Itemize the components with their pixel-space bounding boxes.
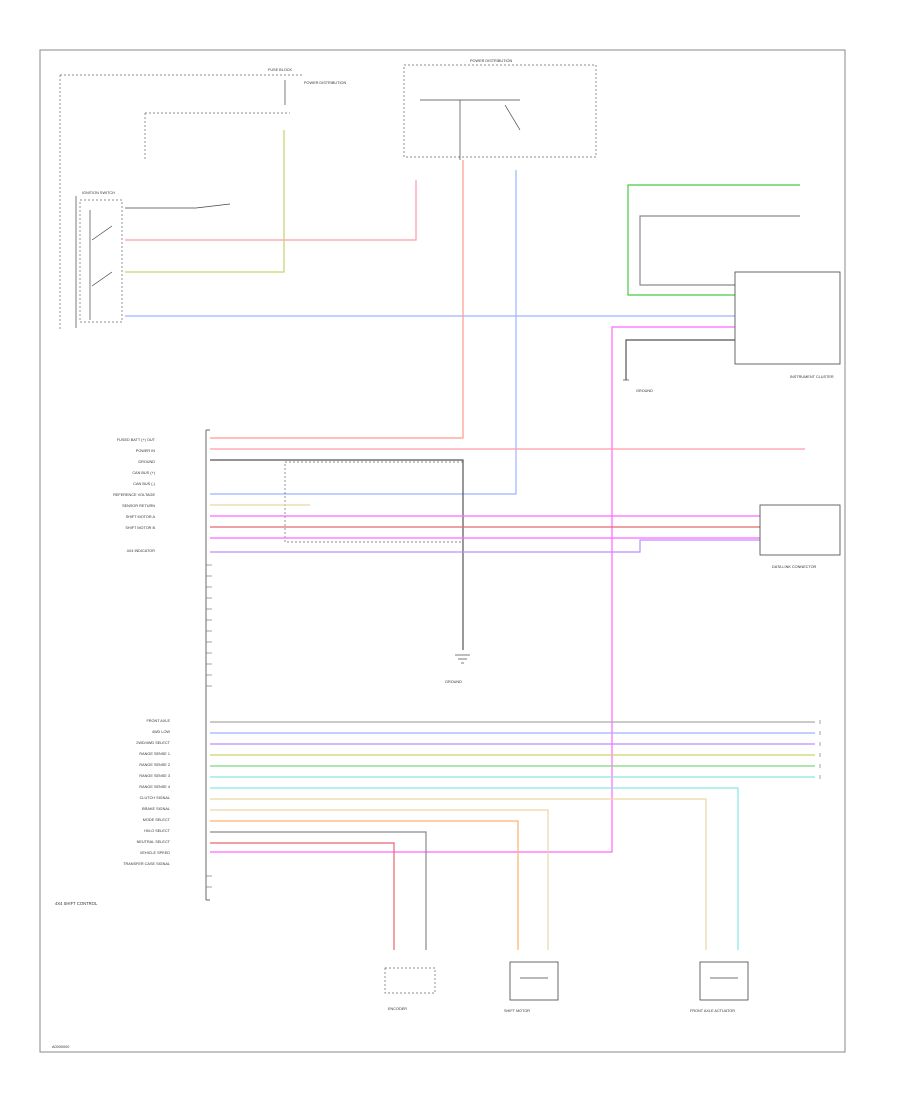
fuse-block-label: FUSE BLOCK (268, 68, 293, 72)
wire-salmon-vertical (210, 160, 464, 439)
wire-cyan-down (210, 787, 739, 950)
data-link-connector-label: DATA LINK CONNECTOR (772, 565, 817, 569)
pin-label: FUSED BATT (+) OUT (117, 438, 156, 442)
pin-label: 4X4 INDICATOR (127, 549, 156, 553)
wire-dark-ground (625, 339, 735, 380)
ground-symbol-middle: GROUND (445, 654, 470, 684)
power-distribution-label: POWER DISTRIBUTION (304, 81, 346, 85)
wire-red-down (210, 842, 395, 950)
pin-label: CLUTCH SIGNAL (140, 796, 170, 800)
wire-orange-down (210, 820, 519, 950)
pin-label: GROUND (138, 460, 155, 464)
pin-label: HI/LO SELECT (144, 829, 170, 833)
pin-label: REFERENCE VOLTAGE (113, 493, 155, 497)
pin-label: SHIFT MOTOR B (125, 526, 155, 530)
pin-label: NEUTRAL SELECT (137, 840, 171, 844)
encoder-component: ENCODER (384, 967, 436, 1011)
shift-control-module: 4X4 SHIFT CONTROL (55, 429, 464, 906)
wire-blue-vertical (210, 170, 517, 495)
wire-yellow-green (125, 130, 285, 273)
shift-motor-component: SHIFT MOTOR (504, 961, 559, 1013)
pin-label: RANGE SENSE 3 (139, 774, 170, 778)
footer-id: A0000000 (52, 1045, 69, 1049)
pin-label: MODE SELECT (143, 818, 171, 822)
module-pin-labels: FUSED BATT (+) OUT POWER IN GROUND CAN B… (113, 438, 171, 866)
pin-label: BRAKE SIGNAL (142, 807, 170, 811)
pin-label: SHIFT MOTOR A (126, 515, 156, 519)
pin-label: RANGE SENSE 2 (139, 763, 170, 767)
middle-wires (210, 448, 805, 650)
wire-pink (125, 180, 417, 241)
pin-label: RANGE SENSE 4 (139, 785, 170, 789)
module-pin-ticks (206, 564, 212, 888)
upper-wires (125, 130, 800, 853)
pin-label: 4WD LOW (152, 730, 171, 734)
fuse-block-top-left: FUSE BLOCK POWER DISTRIBUTION (59, 68, 346, 330)
front-axle-actuator-component: FRONT AXLE ACTUATOR (690, 961, 749, 1013)
pin-label: SENSOR RETURN (122, 504, 155, 508)
lower-wires (210, 721, 815, 950)
ground-label-middle: GROUND (445, 680, 462, 684)
wire-green-loop (627, 184, 800, 296)
power-distribution-box-label: POWER DISTRIBUTION (470, 59, 512, 63)
wire-gray-down (210, 831, 427, 950)
diagram-frame (39, 49, 846, 1053)
wire-dark-to-ground (210, 459, 464, 650)
pin-label: CAN BUS (+) (132, 471, 155, 475)
ground-symbol-top-right: GROUND (623, 379, 653, 393)
instrument-cluster-box: INSTRUMENT CLUSTER (734, 271, 841, 379)
pin-label: RANGE SENSE 1 (139, 752, 170, 756)
instrument-cluster-label: INSTRUMENT CLUSTER (790, 375, 834, 379)
encoder-label: ENCODER (388, 1007, 407, 1011)
module-name: 4X4 SHIFT CONTROL (55, 901, 98, 906)
pin-label: FRONT AXLE (146, 719, 170, 723)
ground-label-top: GROUND (636, 389, 653, 393)
pin-label: VEHICLE SPEED (140, 851, 170, 855)
wire-violet (210, 539, 760, 553)
ignition-switch-box: IGNITION SWITCH (75, 191, 123, 328)
pin-label: TRANSFER CASE SIGNAL (123, 862, 170, 866)
shift-motor-label: SHIFT MOTOR (504, 1009, 530, 1013)
wire-tan-2 (210, 809, 549, 950)
wire-gray-loop (639, 215, 800, 286)
pin-label: 2WD/4WD SELECT (136, 741, 170, 745)
pin-label: CAN BUS (-) (133, 482, 155, 486)
switch-black-wire (125, 203, 231, 209)
data-link-connector-box: DATA LINK CONNECTOR (759, 504, 841, 569)
front-axle-actuator-label: FRONT AXLE ACTUATOR (690, 1009, 735, 1013)
wire-magenta-vertical (210, 326, 735, 853)
ignition-switch-label: IGNITION SWITCH (82, 191, 115, 195)
power-distribution-box: POWER DISTRIBUTION (403, 59, 597, 160)
wire-tan-down (210, 798, 707, 950)
pin-label: POWER IN (136, 449, 155, 453)
